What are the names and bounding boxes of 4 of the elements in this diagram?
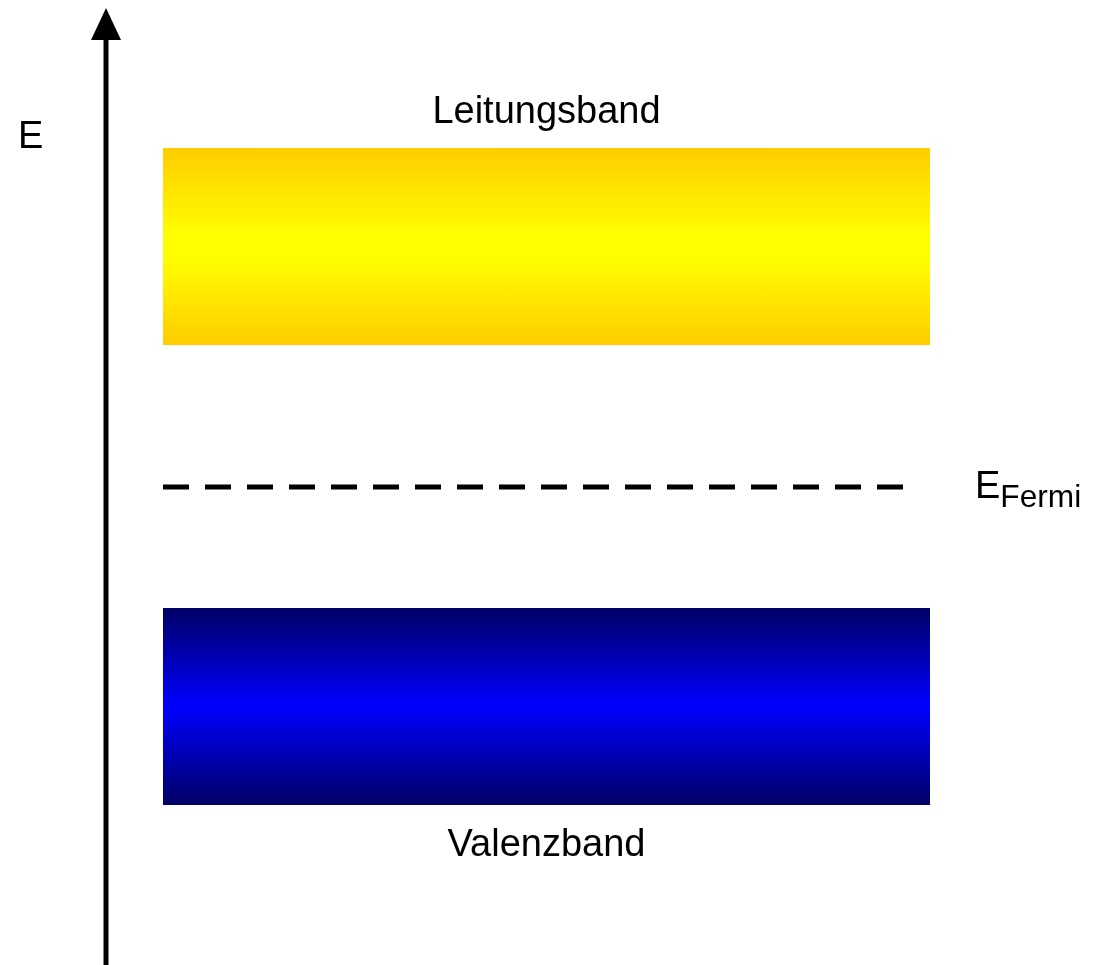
band-label: Valenzband [446,823,647,865]
fermi-level-label: E$_{Fermi}$ [975,465,1082,514]
axis-label: E [18,115,44,157]
band-label: Leitungsband [431,90,662,132]
